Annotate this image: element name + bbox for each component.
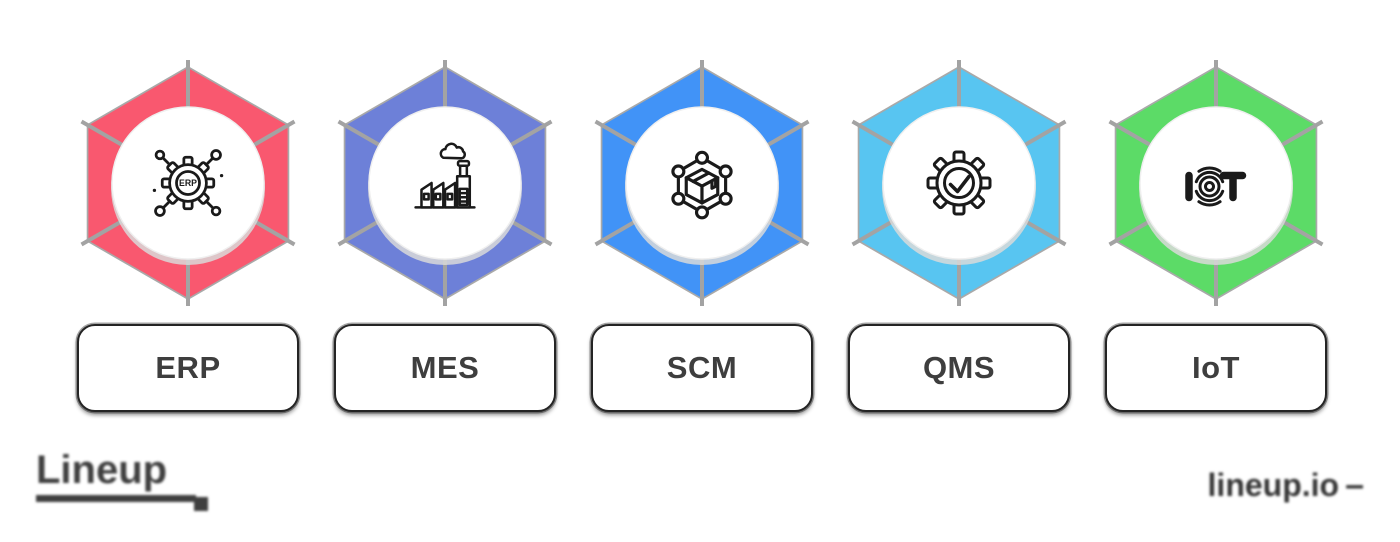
card-iot[interactable]: IoT	[1105, 324, 1327, 412]
card-scm-label: SCM	[666, 350, 738, 385]
factory-icon	[414, 142, 476, 209]
card-mes-label: MES	[410, 350, 480, 385]
logo-text: Lineup	[36, 448, 168, 492]
card-erp-label: ERP	[155, 350, 221, 385]
watermark-dash: –	[1345, 466, 1364, 504]
card-qms-label: QMS	[922, 350, 996, 385]
card-iot-label: IoT	[1192, 350, 1240, 385]
white-circle	[1139, 106, 1293, 260]
logo-underline	[36, 495, 208, 511]
logo: Lineup	[36, 448, 208, 511]
card-qms[interactable]: QMS	[848, 324, 1070, 412]
hexagon-iot	[1108, 60, 1324, 306]
hexagon-mes	[337, 60, 553, 306]
card-scm[interactable]: SCM	[591, 324, 813, 412]
erp-gear-network-icon: ERP	[152, 149, 224, 217]
card-mes[interactable]: MES	[334, 324, 556, 412]
logo-underline-tail	[194, 497, 208, 511]
iot-signal-icon	[1185, 166, 1247, 207]
gear-checkmark-icon	[926, 150, 992, 216]
package-network-icon	[671, 150, 733, 220]
hexagon-erp: ERP	[80, 60, 296, 306]
erp-icon-text: ERP	[179, 178, 197, 188]
hexagon-scm	[594, 60, 810, 306]
white-circle	[368, 106, 522, 260]
watermark-text: lineup.io	[1207, 467, 1340, 503]
card-erp[interactable]: ERP	[77, 324, 299, 412]
watermark: lineup.io –	[1208, 466, 1364, 505]
hexagon-qms	[851, 60, 1067, 306]
